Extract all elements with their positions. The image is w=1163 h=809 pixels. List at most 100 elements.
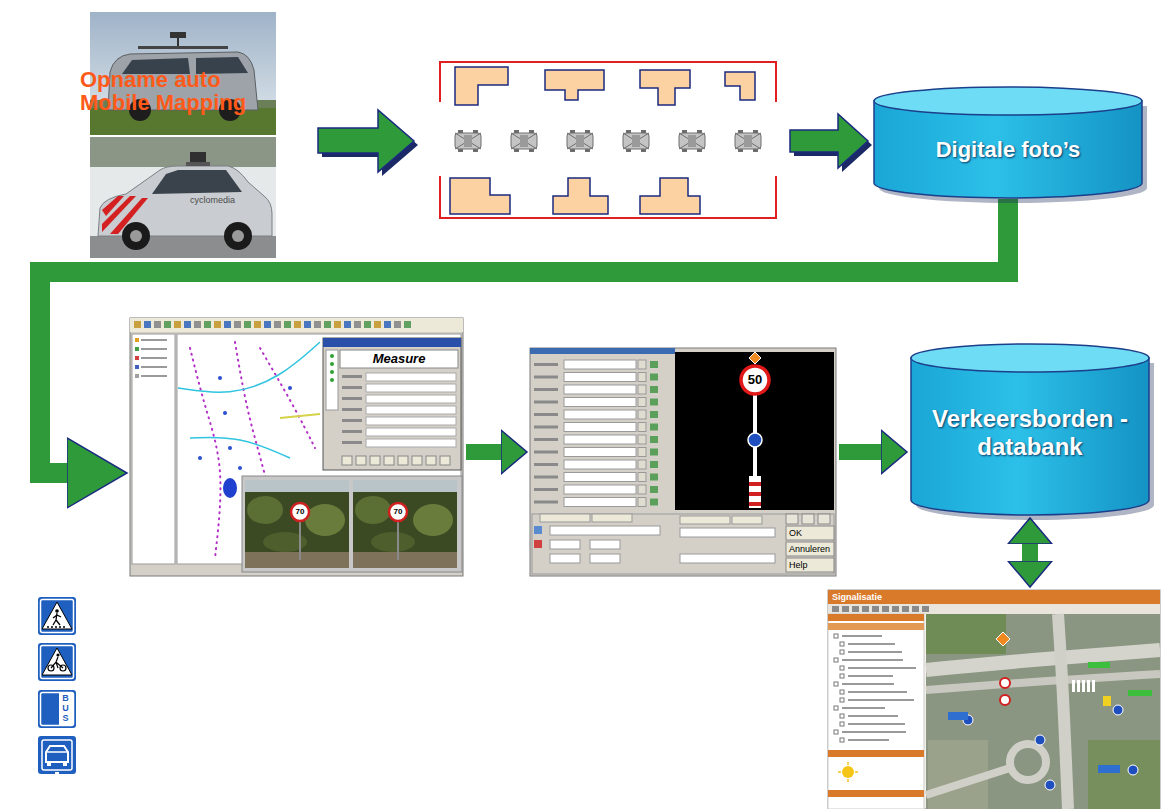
node-artwork-part	[564, 498, 636, 507]
node-artwork-part	[130, 318, 463, 332]
node-artwork-part	[224, 321, 231, 328]
node-artwork-part	[840, 666, 844, 670]
node-artwork-part	[650, 461, 658, 468]
street-plan-part	[623, 130, 649, 152]
pedestrian-sign	[38, 597, 76, 635]
node-artwork-part	[247, 496, 283, 524]
node-artwork-part	[366, 395, 456, 403]
node-artwork-part	[288, 386, 292, 390]
text-holder: OK	[789, 526, 833, 540]
node-artwork-part	[177, 334, 461, 564]
bus-sign-part	[59, 693, 73, 725]
node-artwork-part	[141, 357, 167, 359]
text-holder: Digitale foto’s	[881, 114, 1135, 186]
sign-number: 50	[741, 372, 769, 388]
node-artwork-part	[862, 606, 869, 612]
node-artwork-part	[534, 526, 542, 534]
node-artwork-part	[364, 321, 371, 328]
street-plan-part	[679, 130, 705, 152]
node-artwork-part	[786, 514, 798, 524]
car-sign-part	[46, 746, 68, 762]
car-sign	[38, 736, 76, 774]
brand-text: cyclomedia	[190, 195, 250, 206]
node-artwork-part	[852, 606, 859, 612]
node-artwork-part	[534, 363, 558, 366]
node-artwork-part	[353, 480, 457, 492]
window-title: Signalisatie	[832, 591, 952, 603]
node-artwork-part	[590, 554, 620, 563]
node-artwork-part	[534, 413, 558, 416]
node-artwork-part	[874, 87, 1142, 115]
node-artwork-part	[342, 419, 362, 422]
node-artwork-part	[232, 230, 244, 242]
node-artwork-part	[840, 738, 844, 742]
node-artwork-part	[926, 768, 1010, 795]
node-artwork-part	[238, 466, 242, 470]
node-artwork-part	[404, 321, 411, 328]
node-artwork-part	[274, 321, 281, 328]
database-cylinder: Verkeersborden -databank	[910, 343, 1150, 515]
block-arrow	[318, 110, 418, 176]
node-artwork-part	[291, 503, 309, 521]
node-artwork-part	[135, 338, 139, 342]
node-artwork-part	[324, 321, 331, 328]
node-artwork-part	[834, 634, 838, 638]
node-artwork-part	[749, 352, 761, 364]
node-artwork-part	[848, 675, 893, 677]
node-artwork-part	[840, 722, 844, 726]
street-plan-part	[455, 130, 481, 152]
label-holder: 70	[388, 507, 408, 517]
text-holder: Verkeersborden -databank	[920, 373, 1140, 493]
text-holder: Help	[789, 558, 833, 572]
node-artwork-part	[178, 342, 320, 392]
node-artwork-part	[828, 590, 1160, 809]
node-artwork-part	[842, 606, 849, 612]
node-artwork-part	[534, 388, 558, 391]
building-part	[725, 72, 755, 100]
node-artwork-part	[1058, 614, 1068, 809]
cyclist-sign-part	[41, 646, 74, 679]
node-artwork-part	[848, 699, 914, 701]
node-artwork-part	[840, 714, 844, 718]
node-artwork-part	[186, 162, 210, 166]
node-artwork-part	[550, 540, 580, 549]
street-plan-part	[440, 176, 776, 218]
node-artwork-part	[138, 46, 228, 49]
node-artwork-part	[848, 715, 898, 717]
node-artwork-part	[638, 435, 646, 444]
node-artwork-part	[818, 514, 830, 524]
pedestrian-sign-part	[38, 597, 76, 635]
node-artwork-part	[426, 456, 436, 465]
node-artwork-part	[1000, 695, 1010, 705]
node-artwork-part	[842, 635, 882, 637]
text-holder: Measure	[342, 351, 456, 367]
node-artwork-part	[912, 606, 919, 612]
node-artwork-part	[847, 779, 849, 782]
node-artwork-part	[134, 321, 141, 328]
node-artwork-part	[534, 426, 558, 429]
bus-sign-part	[38, 690, 76, 728]
node-artwork-part	[164, 321, 171, 328]
node-artwork-part	[828, 750, 924, 757]
car-sign-part	[55, 772, 59, 774]
node-artwork-part	[834, 658, 838, 662]
node-artwork-part	[353, 552, 457, 568]
node-artwork-part	[638, 473, 646, 482]
label-holder: 50	[741, 372, 769, 388]
node-artwork-part	[680, 528, 775, 537]
bus-sign	[38, 690, 76, 728]
node-artwork-part	[330, 378, 334, 382]
node-artwork-part	[828, 614, 924, 809]
cyclist-sign-part	[51, 657, 63, 668]
node-artwork-part	[564, 423, 636, 432]
node-artwork-part	[90, 137, 276, 167]
node-artwork-part	[828, 623, 924, 630]
node-artwork-part	[174, 321, 181, 328]
node-artwork-part	[996, 632, 1010, 646]
screenshot-window: OKAnnulerenHelp	[530, 348, 836, 576]
node-artwork-part	[848, 739, 889, 741]
block-arrow-part	[790, 114, 868, 168]
node-artwork-part	[354, 321, 361, 328]
bus-sign-part	[41, 693, 74, 726]
node-artwork-part	[353, 480, 457, 568]
